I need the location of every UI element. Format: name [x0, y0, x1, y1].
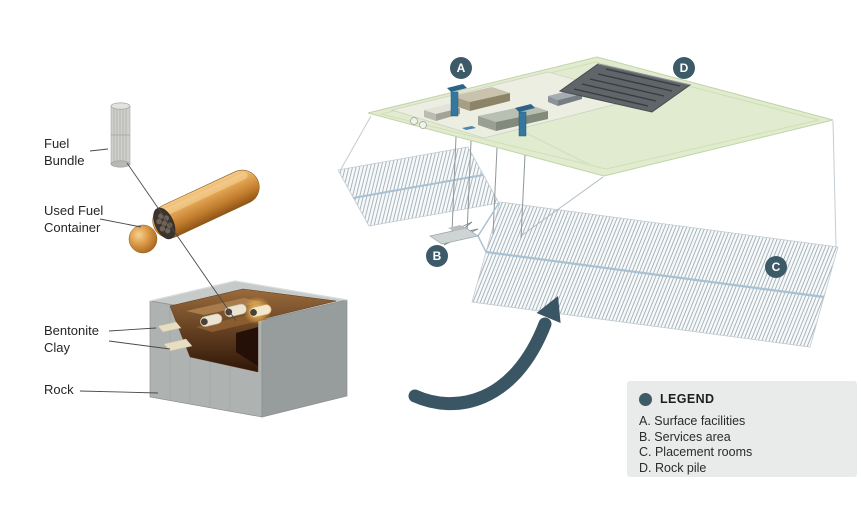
storage-tank-icon	[410, 117, 418, 125]
rock-pile-graphic	[558, 63, 692, 113]
used-fuel-container-graphic	[152, 169, 260, 240]
legend: LEGEND A. Surface facilities B. Services…	[627, 381, 857, 477]
headframe-towers	[447, 84, 535, 137]
block-side-face	[261, 299, 348, 418]
shaft-line	[520, 154, 526, 239]
marker-d: D	[673, 57, 695, 79]
legend-header: LEGEND	[639, 392, 843, 406]
legend-title: LEGEND	[660, 392, 715, 406]
container-lid-sphere	[128, 224, 158, 254]
shaft-line	[492, 147, 498, 235]
legend-item: C. Placement rooms	[639, 445, 753, 459]
tunnel-spine-left	[352, 174, 484, 199]
legend-items: A. Surface facilities B. Services area C…	[639, 414, 843, 476]
legend-item: D. Rock pile	[639, 460, 707, 475]
marker-a: A	[450, 57, 472, 79]
used-fuel-container-label: Used Fuel Container	[44, 203, 104, 235]
fuel-bundle-graphic	[110, 102, 131, 168]
detail-arrow-icon	[408, 296, 561, 411]
storage-tank-icon	[419, 121, 427, 129]
shaft-line	[466, 140, 472, 235]
legend-item: A. Surface facilities	[639, 414, 746, 428]
shaft-line	[451, 136, 457, 233]
bentonite-clay-label: Bentonite Clay	[44, 323, 99, 355]
services-area-graphic	[340, 115, 837, 253]
bentonite-clay-block	[157, 321, 182, 333]
tunnel-spine-right	[485, 250, 825, 299]
placement-rooms-graphic	[337, 146, 839, 348]
legend-item: B. Services area	[639, 429, 731, 444]
emplaced-containers	[199, 296, 272, 327]
cutaway-block-graphic	[149, 280, 348, 418]
legend-bullet-icon	[639, 392, 652, 406]
blue-structure	[462, 126, 476, 130]
marker-b: B	[426, 245, 448, 267]
surface-plane-graphic	[367, 56, 834, 177]
marker-c: C	[765, 256, 787, 278]
rock-label: Rock	[44, 382, 74, 397]
leader-lines	[79, 148, 237, 394]
fuel-bundle-label: Fuel Bundle	[44, 136, 85, 168]
